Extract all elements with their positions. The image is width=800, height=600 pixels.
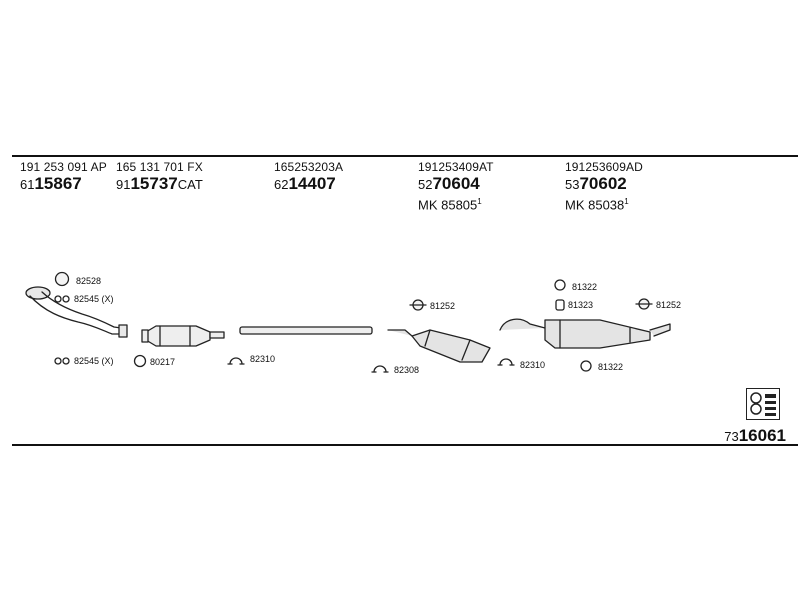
part-number: 6115867 bbox=[20, 174, 82, 193]
label-80217: 80217 bbox=[150, 357, 176, 367]
bolts-82545-icon bbox=[54, 295, 70, 303]
label-81322a: 81322 bbox=[572, 282, 598, 292]
ring-80217-icon bbox=[133, 354, 147, 368]
clamp-82310a-icon bbox=[227, 357, 245, 365]
label-82308: 82308 bbox=[394, 365, 420, 375]
label-81322b: 81322 bbox=[598, 362, 624, 372]
part-number: 9115737CAT bbox=[116, 174, 203, 193]
hanger-81323-icon bbox=[555, 299, 565, 311]
label-81323: 81323 bbox=[568, 300, 594, 310]
mounting-kit: MK 858051 bbox=[418, 197, 482, 213]
front-pipe-drawing bbox=[25, 286, 128, 338]
oe-number: 165 131 701 FX bbox=[116, 160, 203, 174]
catalytic-converter-drawing bbox=[141, 325, 225, 347]
clamp-82308-icon bbox=[371, 365, 389, 373]
label-82310b: 82310 bbox=[520, 360, 546, 370]
mounting-kit: MK 850381 bbox=[565, 197, 629, 213]
ring-82528-icon bbox=[54, 271, 70, 287]
top-rule bbox=[12, 155, 798, 157]
part-middle-silencer: 191253409AT 5270604 MK 858051 bbox=[418, 160, 494, 212]
label-82528: 82528 bbox=[76, 276, 102, 286]
label-81252b: 81252 bbox=[656, 300, 682, 310]
part-front-pipe: 191 253 091 AP 6115867 bbox=[20, 160, 107, 194]
rear-silencer-drawing bbox=[499, 318, 671, 349]
bracket-81252b-icon bbox=[635, 298, 653, 310]
oe-number: 165253203A bbox=[274, 160, 344, 174]
bottom-rule bbox=[12, 444, 798, 446]
part-number: 6214407 bbox=[274, 174, 336, 193]
brand-logo-icon bbox=[746, 388, 780, 420]
label-82545-upper: 82545 (X) bbox=[74, 294, 114, 304]
part-number: 5370602 bbox=[565, 174, 627, 193]
middle-silencer-drawing bbox=[387, 329, 491, 363]
label-81252a: 81252 bbox=[430, 301, 456, 311]
part-intermediate-pipe: 165253203A 6214407 bbox=[274, 160, 343, 194]
oe-number: 191253609AD bbox=[565, 160, 643, 174]
part-rear-silencer: 191253609AD 5370602 MK 850381 bbox=[565, 160, 643, 212]
oe-number: 191 253 091 AP bbox=[20, 160, 107, 174]
bolts-82545-lower-icon bbox=[54, 357, 70, 365]
intermediate-pipe-drawing bbox=[239, 326, 373, 335]
ring-81322a-icon bbox=[554, 279, 566, 291]
bracket-81252a-icon bbox=[409, 299, 427, 311]
ring-81322b-icon bbox=[580, 360, 592, 372]
label-82310a: 82310 bbox=[250, 354, 276, 364]
part-number: 5270604 bbox=[418, 174, 480, 193]
part-catalytic-converter: 165 131 701 FX 9115737CAT bbox=[116, 160, 203, 194]
diagram-reference-number: 7316061 bbox=[724, 426, 786, 445]
clamp-82310b-icon bbox=[497, 358, 515, 366]
label-82545-lower: 82545 (X) bbox=[74, 356, 114, 366]
oe-number: 191253409AT bbox=[418, 160, 494, 174]
